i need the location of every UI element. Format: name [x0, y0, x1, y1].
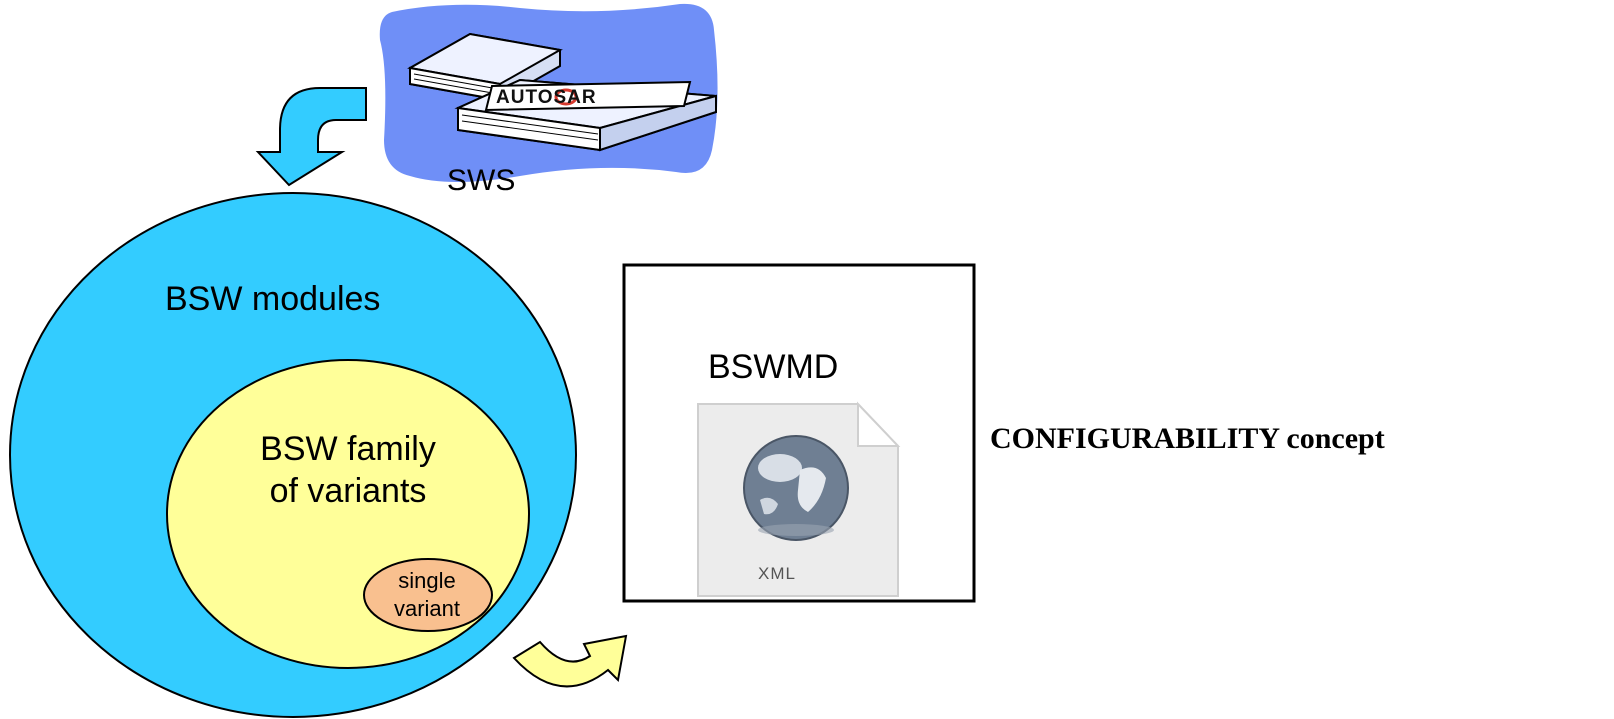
- books-icon: [407, 32, 717, 152]
- bsw-family-label-line1: BSW family: [260, 430, 436, 468]
- single-variant-label-line2: variant: [393, 596, 461, 621]
- variant-to-bswmd-arrow: [512, 634, 628, 688]
- bsw-family-label-line2: of variants: [269, 472, 427, 510]
- bswmd-label: BSWMD: [708, 348, 839, 386]
- bsw-family-label: BSW family of variants: [260, 428, 436, 512]
- bsw-modules-label: BSW modules: [165, 280, 381, 318]
- sws-label: SWS: [447, 164, 516, 197]
- configurability-concept-label: CONFIGURABILITY concept: [990, 422, 1385, 455]
- single-variant-ellipse: [363, 558, 493, 632]
- autosar-logo: AUTOSAR: [496, 87, 597, 108]
- bsw-family-ellipse: [166, 359, 530, 669]
- single-variant-label: single variant: [394, 567, 460, 623]
- sws-to-modules-arrow: [255, 87, 367, 187]
- single-variant-label-line1: single: [398, 568, 456, 593]
- xml-file-icon: [697, 401, 901, 597]
- xml-icon-label: XML: [758, 564, 796, 583]
